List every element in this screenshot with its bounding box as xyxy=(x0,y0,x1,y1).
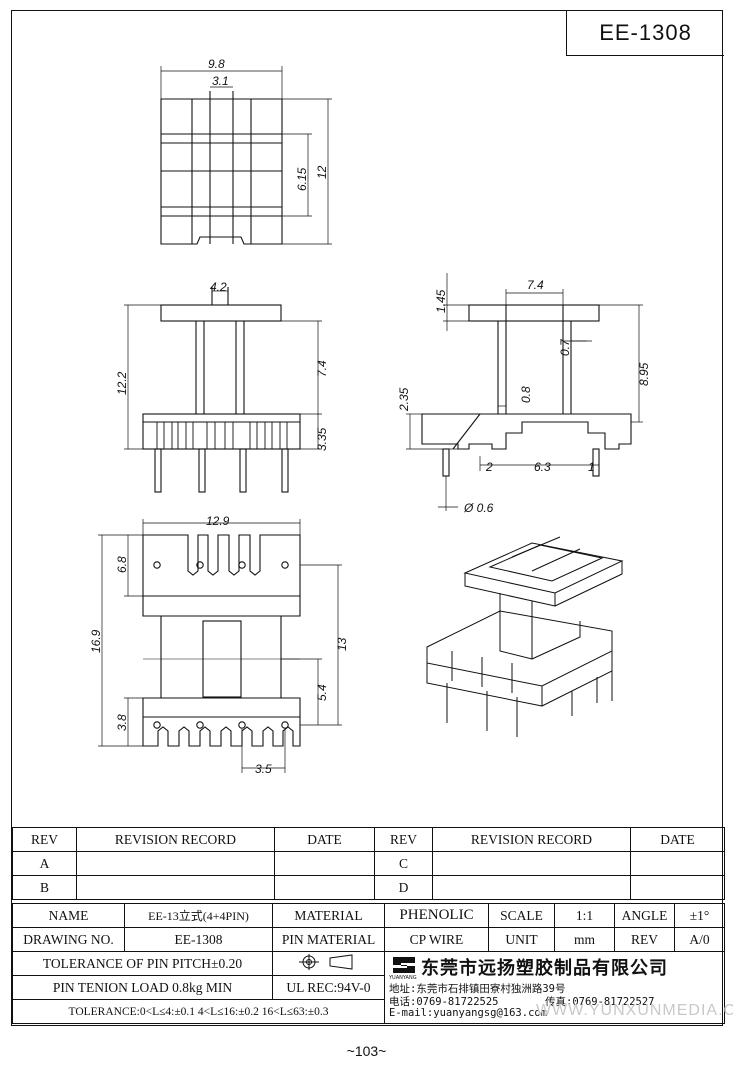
scale-label: SCALE xyxy=(488,903,555,928)
watermark: WWW.YUNXUNMEDIA.COM xyxy=(536,1002,733,1019)
ul-rating: UL REC:94V-0 xyxy=(272,975,385,1000)
dim-side-height: 8.95 xyxy=(637,362,651,386)
dim-front-top: 4.2 xyxy=(210,280,227,294)
dim-bottom-13: 13 xyxy=(335,637,349,651)
dim-front-h-total: 12.2 xyxy=(115,371,129,395)
revision-record-header: REVISION RECORD xyxy=(76,827,275,852)
date-cell xyxy=(274,875,375,900)
record-cell xyxy=(432,875,631,900)
pin-material-value: CP WIRE xyxy=(384,927,489,952)
record-cell xyxy=(432,851,631,876)
dim-bottom-54: 5.4 xyxy=(315,684,329,701)
rev-cell: A xyxy=(12,851,77,876)
projection-symbol-icon xyxy=(298,953,352,970)
company-address: 地址:东莞市石排镇田寮村独洲路39号 xyxy=(389,983,566,995)
dim-side-right: 1 xyxy=(588,460,595,474)
front-view xyxy=(124,287,322,493)
dim-top-width: 9.8 xyxy=(208,57,225,71)
angle-label: ANGLE xyxy=(614,903,675,928)
drawing-no-value: EE-1308 xyxy=(124,927,273,952)
record-cell xyxy=(76,851,275,876)
company-email: E-mail:yuanyangsg@163.com xyxy=(389,1007,548,1019)
dim-top-h2: 12 xyxy=(315,165,329,179)
rev-header: REV xyxy=(12,827,77,852)
unit-value: mm xyxy=(554,927,615,952)
rev-label: REV xyxy=(614,927,675,952)
date-cell xyxy=(630,875,725,900)
company-block: YUANYANG 东莞市远扬塑胶制品有限公司 地址:东莞市石排镇田寮村独洲路39… xyxy=(384,951,725,1024)
tolerance-table: TOLERANCE:0<L≤4:±0.1 4<L≤16:±0.2 16<L≤63… xyxy=(12,999,385,1024)
name-label: NAME xyxy=(12,903,125,928)
top-view xyxy=(160,66,332,245)
dim-bottom-upper: 6.8 xyxy=(115,556,129,573)
logo-text: YUANYANG xyxy=(389,975,417,981)
dim-bottom-height: 16.9 xyxy=(89,629,103,653)
dim-bottom-pitch: 3.5 xyxy=(255,762,272,776)
dim-side-left: 2 xyxy=(485,460,493,474)
dim-side-gap: 0.7 xyxy=(558,338,572,356)
dim-top-inner: 3.1 xyxy=(212,74,229,88)
pin-material-label: PIN MATERIAL xyxy=(272,927,385,952)
drawing-sheet: EE-1308 9.8 3.1 6.15 xyxy=(11,10,725,1026)
isometric-view xyxy=(426,536,624,737)
dim-pin-diameter: Ø 0.6 xyxy=(463,501,494,515)
scale-value: 1:1 xyxy=(554,903,615,928)
dim-top-h1: 6.15 xyxy=(295,167,309,191)
dim-side-wall: 0.8 xyxy=(519,386,533,403)
dim-side-flange: 1.45 xyxy=(434,289,448,313)
company-fax: 传真:0769-81722527 xyxy=(545,996,655,1008)
table-row: B D xyxy=(12,875,725,900)
revision-table: REV REVISION RECORD DATE REV REVISION RE… xyxy=(12,827,725,900)
dim-front-h-upper: 7.4 xyxy=(315,360,329,377)
company-logo-icon xyxy=(393,957,415,973)
tolerance-pin-pitch: TOLERANCE OF PIN PITCH±0.20 xyxy=(12,951,273,976)
dim-side-pitch: 6.3 xyxy=(534,460,551,474)
side-view xyxy=(406,273,643,511)
date-cell xyxy=(274,851,375,876)
technical-drawing: 9.8 3.1 6.15 12 xyxy=(89,57,651,776)
record-cell xyxy=(76,875,275,900)
rev-cell: C xyxy=(374,851,433,876)
title-block: NAME EE-13立式(4+4PIN) MATERIAL PHENOLIC S… xyxy=(12,903,725,1024)
dim-bottom-width: 12.9 xyxy=(206,514,230,528)
drawing-no-label: DRAWING NO. xyxy=(12,927,125,952)
bottom-view xyxy=(98,519,342,773)
unit-label: UNIT xyxy=(488,927,555,952)
dim-side-base: 2.35 xyxy=(397,387,411,412)
angle-value: ±1° xyxy=(674,903,725,928)
rev-cell: B xyxy=(12,875,77,900)
rev-header: REV xyxy=(374,827,433,852)
material-label: MATERIAL xyxy=(272,903,385,928)
date-header: DATE xyxy=(274,827,375,852)
company-phone: 电话:0769-81722525 xyxy=(389,996,499,1008)
dim-front-h-lower: 3.35 xyxy=(315,427,329,451)
rev-cell: D xyxy=(374,875,433,900)
page-number: ~103~ xyxy=(346,1043,387,1059)
dim-side-top: 7.4 xyxy=(527,278,544,292)
revision-record-header: REVISION RECORD xyxy=(432,827,631,852)
rev-value: A/0 xyxy=(674,927,725,952)
tolerance-symbols xyxy=(272,951,385,976)
date-header: DATE xyxy=(630,827,725,852)
date-cell xyxy=(630,851,725,876)
name-value: EE-13立式(4+4PIN) xyxy=(124,903,273,928)
company-name: 东莞市远扬塑胶制品有限公司 xyxy=(421,958,668,979)
pin-tension-load: PIN TENION LOAD 0.8kg MIN xyxy=(12,975,273,1000)
table-row: A C xyxy=(12,851,725,876)
dim-bottom-38: 3.8 xyxy=(115,714,129,731)
drawing-title: EE-1308 xyxy=(566,11,724,56)
material-value: PHENOLIC xyxy=(384,903,489,928)
